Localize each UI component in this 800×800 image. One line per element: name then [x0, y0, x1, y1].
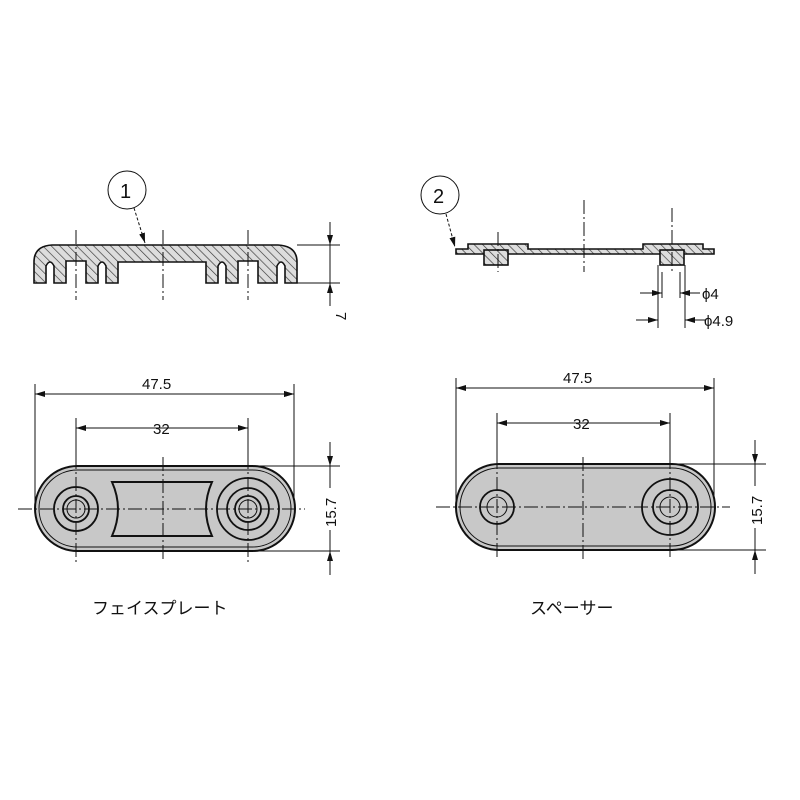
pitch-dim: 32 — [573, 416, 590, 433]
faceplate-top-view: 47.5 32 15.7 — [18, 376, 340, 575]
spacer-caption: スペーサー — [530, 599, 614, 619]
hole-outer-dim: ϕ4.9 — [704, 313, 733, 330]
hole-inner-dim: ϕ4 — [702, 286, 719, 303]
width-dim: 15.7 — [323, 498, 340, 527]
faceplate-caption: フェイスプレート — [92, 599, 228, 619]
height-dim: 7 — [332, 312, 349, 320]
balloon-2-label: 2 — [433, 186, 444, 208]
balloon-2 — [420, 175, 460, 215]
spacer-side-view: ϕ4 ϕ4.9 2 — [420, 175, 733, 330]
length-dim: 47.5 — [142, 376, 171, 393]
width-dim: 15.7 — [749, 496, 766, 525]
spacer-top-view: 47.5 32 15.7 — [436, 370, 766, 574]
pitch-dim: 32 — [153, 421, 170, 438]
length-dim: 47.5 — [563, 370, 592, 387]
balloon-1 — [107, 170, 147, 210]
balloon-1-label: 1 — [120, 181, 131, 203]
faceplate-side-view: 7 1 — [33, 170, 349, 320]
